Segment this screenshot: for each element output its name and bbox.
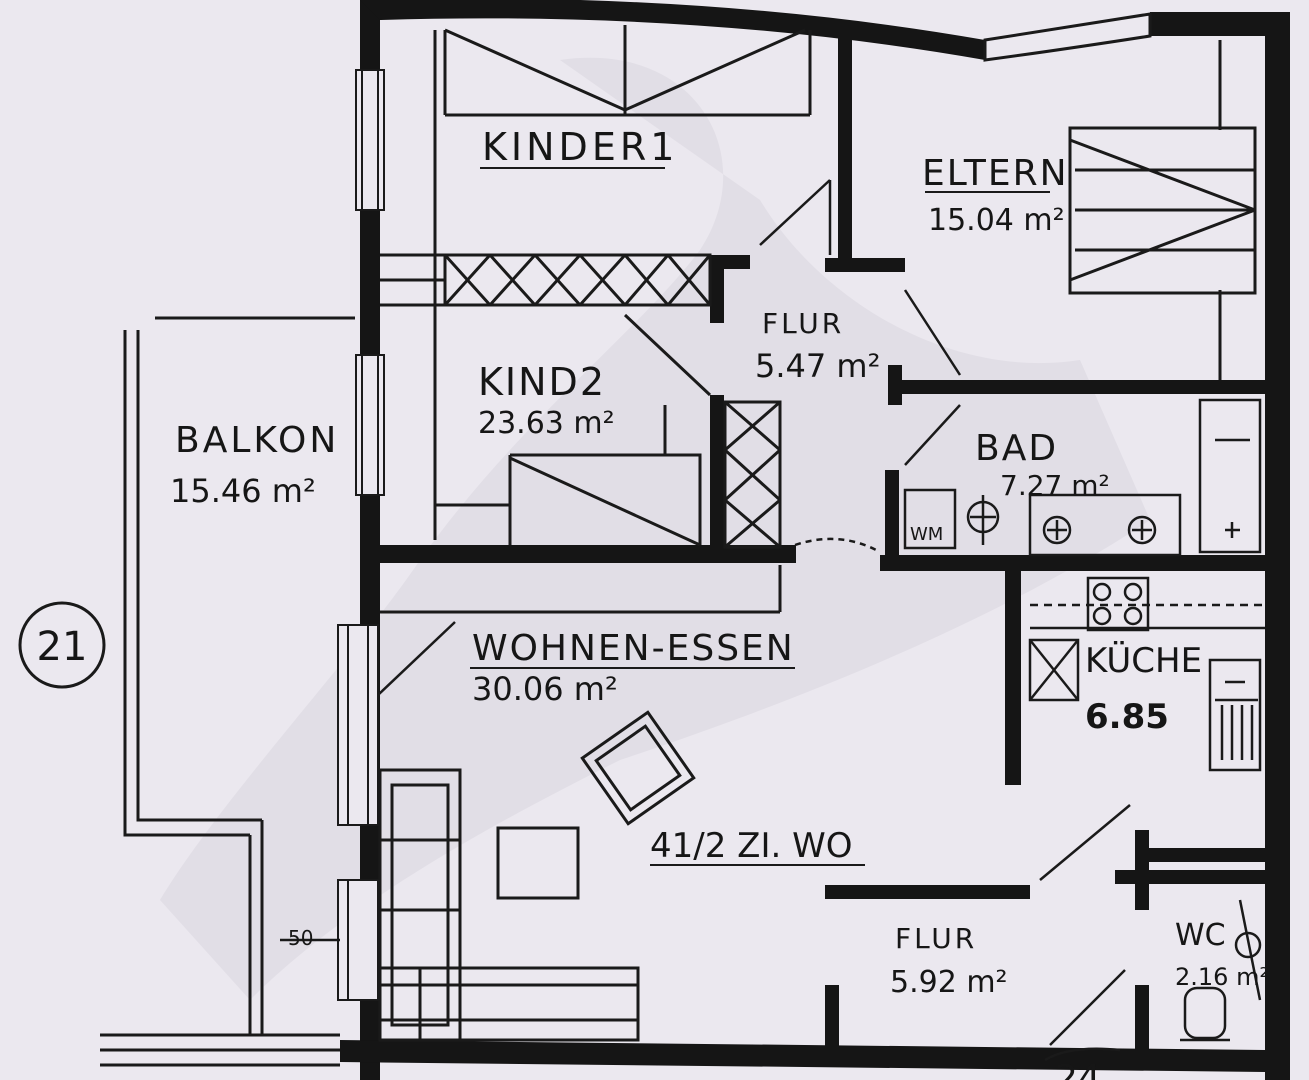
- shadow: [160, 57, 1150, 1000]
- interior-walls: [376, 38, 1265, 1055]
- living-furniture: [378, 565, 865, 1042]
- room-area-flur-upper: 5.47 m²: [755, 347, 880, 385]
- unit-number: 21: [37, 624, 88, 670]
- room-name-wc: WC: [1175, 918, 1226, 953]
- wc-fixtures: [1180, 899, 1262, 1042]
- dimension-note: 50: [288, 926, 313, 950]
- bathroom-fixtures: [903, 398, 1262, 557]
- room-name-wohnen: WOHNEN-ESSEN: [472, 628, 795, 669]
- apartment-type: 41/2 ZI. WO: [650, 826, 852, 866]
- room-area-kind2: 23.63 m²: [478, 406, 615, 441]
- room-labels: KINDER1 ELTERN 15.04 m² FLUR 5.47 m² KIN…: [170, 125, 1269, 1080]
- room-name-flur-lower: FLUR: [895, 922, 977, 955]
- corner-fragment: 24: [1055, 1058, 1101, 1080]
- room-name-kuche: KÜCHE: [1085, 640, 1202, 681]
- kind2-wardrobe: [380, 30, 712, 540]
- room-name-bad: BAD: [975, 428, 1058, 469]
- left-windows: [337, 69, 385, 1001]
- room-area-wohnen: 30.06 m²: [472, 670, 618, 708]
- room-area-eltern: 15.04 m²: [928, 203, 1065, 238]
- washing-machine-label: WM: [910, 524, 943, 545]
- door-swings: [280, 179, 1131, 1062]
- kitchen-fixtures: [1028, 576, 1265, 772]
- unit-number-circle: [18, 601, 106, 689]
- kind2-side-wardrobe: [723, 400, 782, 549]
- balcony-outline: [100, 316, 355, 1067]
- room-name-flur-upper: FLUR: [762, 307, 844, 340]
- room-name-kind2: KIND2: [478, 360, 606, 404]
- room-area-kuche: 6.85: [1085, 697, 1169, 737]
- kinder1-wardrobe: [443, 25, 812, 169]
- room-area-bad: 7.27 m²: [1000, 469, 1110, 502]
- room-name-eltern: ELTERN: [922, 153, 1069, 194]
- kind2-bed: [435, 313, 712, 547]
- room-name-kinder1: KINDER1: [482, 125, 678, 169]
- room-area-balkon: 15.46 m²: [170, 472, 316, 510]
- room-area-wc: 2.16 m²: [1175, 963, 1269, 991]
- room-name-balkon: BALKON: [175, 420, 339, 461]
- room-area-flur-lower: 5.92 m²: [890, 965, 1008, 1000]
- eltern-wardrobe: [925, 40, 1257, 380]
